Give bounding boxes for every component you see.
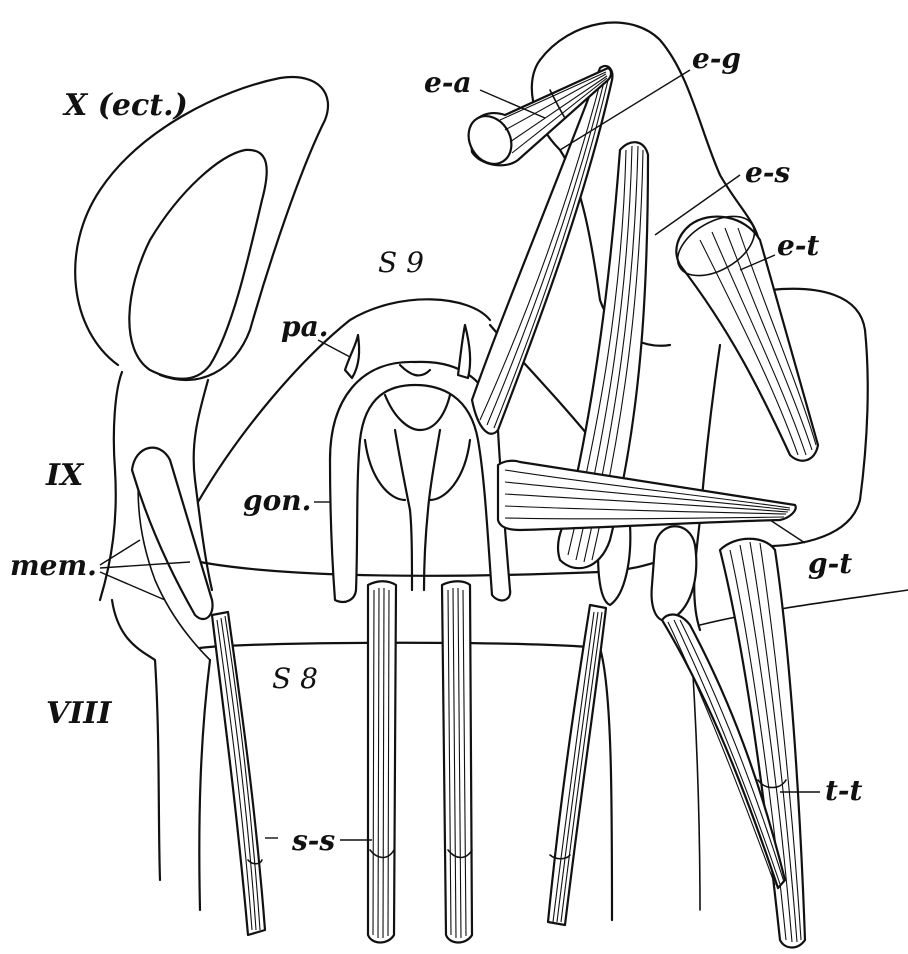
label-muscle-s-s: s-s	[291, 824, 335, 857]
label-gonocoxite: gon.	[243, 484, 311, 517]
label-paramere: pa.	[281, 310, 328, 343]
label-sternite-8: S 8	[272, 662, 318, 695]
label-muscle-e-a: e-a	[424, 66, 472, 99]
muscle-s-s-mid-1	[368, 581, 396, 942]
label-muscle-e-t: e-t	[777, 229, 819, 262]
label-muscle-e-s: e-s	[745, 156, 790, 189]
leader-g-t	[770, 520, 805, 543]
label-segment-viii: VIII	[46, 696, 112, 731]
label-muscle-t-t: t-t	[825, 774, 863, 807]
muscle-s-s-right	[548, 605, 606, 925]
muscle-g-t	[498, 461, 796, 530]
label-muscle-g-t: g-t	[808, 547, 852, 580]
label-sternite-9: S 9	[378, 246, 424, 279]
label-segment-ix: IX	[45, 458, 85, 493]
label-muscle-e-g: e-g	[692, 42, 741, 75]
muscle-s-s-left	[212, 612, 265, 935]
label-tergite-x: X (ect.)	[62, 88, 188, 123]
muscle-s-s-mid-2	[442, 581, 472, 942]
label-membrane: mem.	[10, 549, 97, 582]
